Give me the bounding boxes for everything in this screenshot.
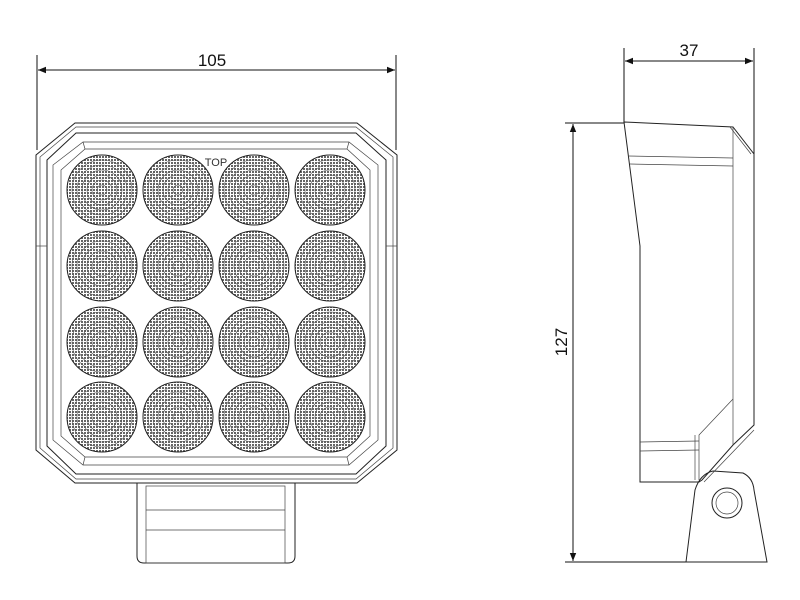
height-dimension: 127 [552, 122, 686, 563]
front-view: 105 TOP [35, 51, 398, 564]
led-lens [218, 306, 290, 378]
depth-dimension: 37 [623, 41, 755, 154]
width-dimension: 105 [36, 51, 397, 150]
led-grid [66, 154, 366, 453]
mounting-bracket-side [685, 470, 768, 563]
led-lens [66, 381, 138, 453]
led-lens [66, 230, 138, 302]
led-lens [294, 306, 366, 378]
led-lens [66, 306, 138, 378]
led-lens [294, 154, 366, 226]
led-lens [218, 381, 290, 453]
led-lens [66, 154, 138, 226]
led-lens [142, 381, 214, 453]
depth-dimension-label: 37 [680, 41, 699, 60]
led-lens [294, 230, 366, 302]
side-view: 37 127 [552, 41, 768, 563]
led-lens [142, 306, 214, 378]
mounting-bracket-front [136, 483, 296, 564]
width-dimension-label: 105 [198, 51, 226, 70]
led-lens [218, 230, 290, 302]
height-dimension-label: 127 [552, 328, 571, 356]
housing [35, 122, 398, 484]
top-orientation-label: TOP [205, 157, 227, 169]
housing-side [623, 121, 755, 483]
led-lens [218, 154, 290, 226]
led-lens [294, 381, 366, 453]
led-lens [142, 154, 214, 226]
led-lens [142, 230, 214, 302]
